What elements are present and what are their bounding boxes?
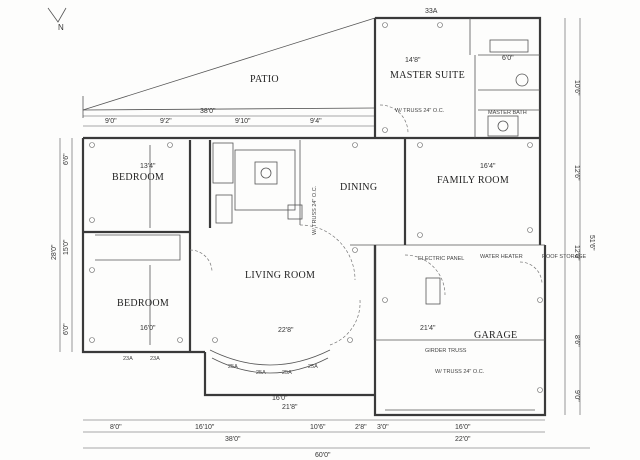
room-dining: DINING [340, 182, 377, 193]
dim-bottom-11: 16'0" [272, 395, 288, 402]
room-bedroom-2: BEDROOM [117, 298, 169, 309]
living-truss-note: W/ TRUSS 24" O.C. [312, 185, 318, 235]
dim-top-right: 33A [425, 8, 438, 15]
dim-top-6: 9'4" [310, 118, 322, 125]
dim-left-2: 6'6" [63, 153, 70, 165]
dim-bottom-2: 16'10" [195, 424, 215, 431]
dim-right-4: 12'0" [573, 245, 580, 261]
room-bedroom-1: BEDROOM [112, 172, 164, 183]
room-family: FAMILY ROOM [437, 175, 509, 186]
window-25a-3: 25A [282, 370, 292, 376]
north-label: N [58, 23, 64, 32]
dim-right-6: 9'0" [573, 390, 580, 402]
girder-note: GIRDER TRUSS [425, 348, 467, 354]
garage-door [385, 277, 535, 411]
patio-label: PATIO [250, 74, 279, 85]
window-23a-1: 23A [123, 356, 133, 362]
dim-right-1: 10'6" [573, 80, 580, 96]
roof-storage-note: ROOF STORAGE [542, 254, 587, 260]
dim-top-total: 38'0" [200, 108, 216, 115]
right-dimensions: 10'6" 12'6" 51'6" 12'0" 8'6" 9'0" [564, 18, 595, 415]
dim-bottom-1: 8'0" [110, 424, 122, 431]
room-living: LIVING ROOM [245, 270, 315, 281]
interior-walls [83, 18, 545, 352]
dim-bottom-8: 22'0" [455, 436, 471, 443]
dim-bottom-7: 38'0" [225, 436, 241, 443]
window-25a-1: 25A [228, 364, 238, 370]
dim-bottom-10: 21'8" [282, 404, 298, 411]
room-garage: GARAGE [474, 330, 517, 341]
water-heater-note: WATER HEATER [480, 254, 523, 260]
dim-left-3: 15'0" [63, 239, 70, 255]
patio: PATIO [82, 17, 376, 118]
left-dimensions: 28'0" 6'6" 15'0" 6'0" [51, 138, 73, 352]
dim-bottom-5: 3'0" [377, 424, 389, 431]
dim-top-2: 9'2" [160, 118, 172, 125]
closets [95, 145, 181, 345]
door-swings [189, 104, 543, 346]
elec-panel-note: ELECTRIC PANEL [418, 256, 464, 262]
dim-right-5: 8'6" [573, 335, 580, 347]
garage-truss-note: W/ TRUSS 24" O.C. [435, 369, 485, 375]
master-bath-fixtures [487, 39, 529, 137]
bed1-dim: 13'4" [140, 163, 156, 170]
master-bath-note: MASTER BATH [488, 110, 527, 116]
kitchen [212, 142, 303, 224]
dim-bottom-4: 2'8" [355, 424, 367, 431]
dim-right-2: 12'6" [573, 165, 580, 181]
outlets [89, 22, 543, 393]
top-dimensions: 38'0" 9'2" 9'0" 9'10" 9'4" 33A [83, 8, 438, 127]
dim-left-4: 6'0" [63, 323, 70, 335]
dim-bottom-6: 16'0" [455, 424, 471, 431]
north-arrow-icon [47, 7, 67, 23]
dim-top-5: 9'10" [235, 118, 251, 125]
window-23a-2: 23A [150, 356, 160, 362]
room-master-suite: MASTER SUITE [390, 70, 465, 81]
family-dim: 16'4" [480, 163, 496, 170]
bath-dim: 6'0" [502, 55, 514, 62]
dim-top-4: 9'0" [105, 118, 117, 125]
dim-bottom-3: 10'6" [310, 424, 326, 431]
window-25a-2: 25A [256, 370, 266, 376]
window-25a-4: 25A [308, 364, 318, 370]
master-truss-note: W/ TRUSS 24" O.C. [395, 108, 445, 114]
dim-left-1: 28'0" [51, 244, 58, 260]
dim-bottom-9: 60'0" [315, 452, 331, 459]
bottom-dimensions: 8'0" 16'10" 10'6" 2'8" 3'0" 16'0" 38'0" … [83, 395, 590, 459]
master-dim: 14'8" [405, 57, 421, 64]
garage-dim: 21'4" [420, 325, 436, 332]
dim-right-3: 51'6" [588, 235, 595, 251]
living-dim: 22'8" [278, 327, 294, 334]
bed2-dim: 16'0" [140, 325, 156, 332]
